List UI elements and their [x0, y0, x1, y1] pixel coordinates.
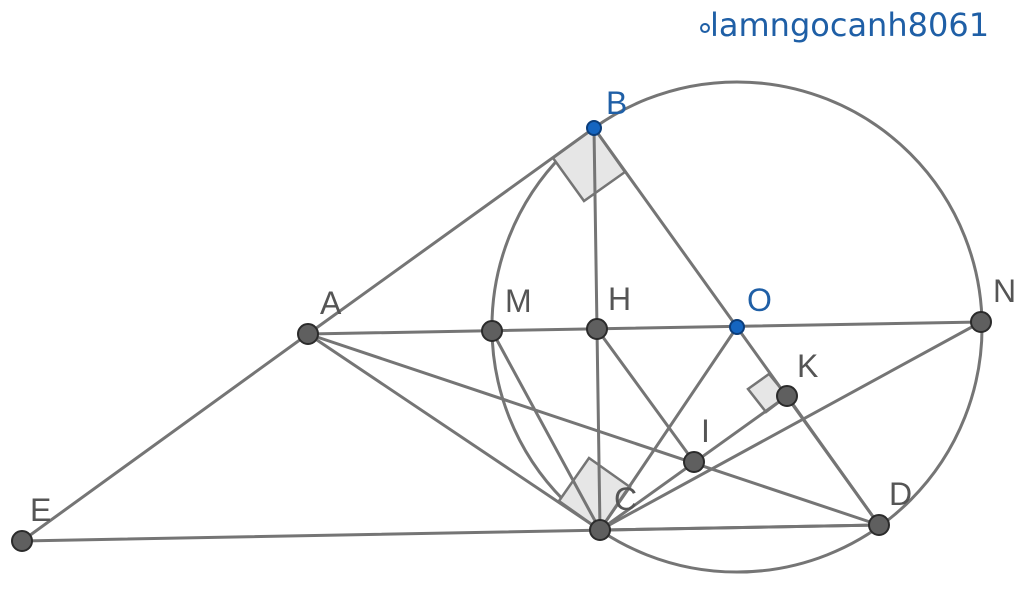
segment-ad: [306, 332, 881, 527]
point-d[interactable]: [868, 514, 890, 536]
segment-oc: [598, 325, 739, 532]
point-o[interactable]: [729, 319, 745, 335]
point-b[interactable]: [586, 120, 602, 136]
segment-ae: [20, 332, 310, 543]
label-b: B: [606, 85, 627, 121]
point-m[interactable]: [481, 320, 503, 342]
label-a: A: [320, 285, 342, 321]
label-c: C: [614, 481, 637, 517]
segment-cn: [598, 320, 983, 532]
segment-an: [306, 320, 983, 336]
point-h[interactable]: [586, 318, 608, 340]
label-d: D: [889, 476, 912, 512]
segment-mc: [490, 329, 602, 532]
point-a[interactable]: [297, 323, 319, 345]
watermark-prefix: °: [697, 17, 713, 55]
label-i: I: [701, 413, 710, 449]
point-c[interactable]: [589, 519, 611, 541]
label-h: H: [608, 281, 631, 317]
segment-kd: [785, 394, 881, 527]
label-e: E: [30, 492, 51, 528]
segment-ab: [306, 126, 596, 336]
right-angle-b: [551, 126, 627, 203]
label-n: N: [993, 273, 1016, 309]
point-n[interactable]: [970, 311, 992, 333]
point-k[interactable]: [776, 385, 798, 407]
point-i[interactable]: [683, 451, 705, 473]
segment-ac: [306, 332, 602, 532]
label-o: O: [747, 282, 772, 318]
label-k: K: [797, 348, 818, 384]
segment-cd: [598, 523, 881, 532]
point-e[interactable]: [11, 530, 33, 552]
segment-hi: [595, 327, 696, 464]
label-m: M: [505, 283, 532, 319]
watermark-text: lamngocanh8061: [710, 6, 989, 44]
